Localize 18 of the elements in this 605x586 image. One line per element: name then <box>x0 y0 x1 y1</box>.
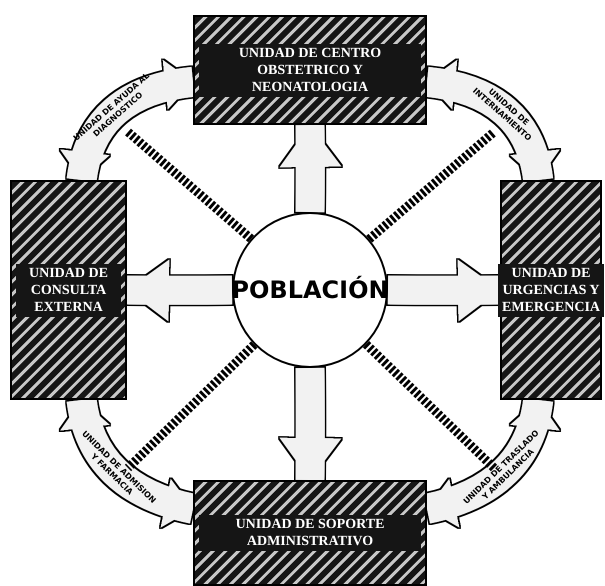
unit-box <box>193 15 427 125</box>
unit-box <box>10 180 127 400</box>
block-arrow <box>126 259 232 322</box>
unit-label: UNIDAD DE CENTRO OBSTETRICO Y NEONATOLOGIA <box>199 44 421 96</box>
unit-box <box>193 480 427 586</box>
striped-bar <box>366 128 497 243</box>
block-arrow <box>280 124 342 212</box>
unit-box <box>500 180 602 400</box>
curved-double-arrow <box>62 60 196 182</box>
unit-label: UNIDAD DE CONSULTA EXTERNA <box>16 264 121 316</box>
block-arrow <box>388 259 500 322</box>
striped-bar <box>362 341 498 472</box>
block-arrow <box>279 368 342 480</box>
striped-bar <box>124 341 258 472</box>
striped-bar <box>125 128 254 242</box>
circle-label: POBLACIÓN <box>231 274 389 306</box>
unit-label: UNIDAD DE SOPORTE ADMINISTRATIVO <box>199 515 421 551</box>
unit-label: UNIDAD DE URGENCIAS Y EMERGENCIA <box>498 264 604 316</box>
